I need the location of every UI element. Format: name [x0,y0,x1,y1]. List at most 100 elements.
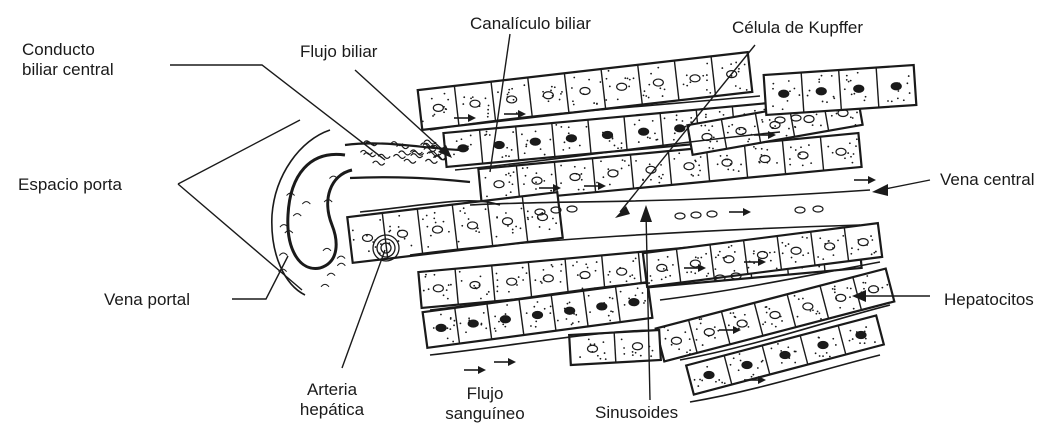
stipple-dot [510,191,512,193]
stipple-dot [486,131,488,133]
label-arteria-line2: hepática [282,400,382,420]
stipple-dot [576,261,578,263]
stipple-dot [422,218,424,220]
stipple-dot [761,119,763,121]
stipple-dot [835,297,837,299]
stipple-dot [496,236,498,238]
stipple-dot [791,257,793,259]
stipple-dot [772,83,774,85]
stipple-dot [596,261,598,263]
stipple-dot [777,343,779,345]
stipple-dot [855,124,857,126]
stipple-dot [857,249,859,251]
stipple-dot [404,238,406,240]
stipple-dot [433,217,435,219]
stipple-dot [648,84,650,86]
stipple-dot [698,164,700,166]
stipple-dot [660,164,662,166]
stipple-dot [649,163,651,165]
stipple-dot [662,174,664,176]
label-conducto-biliar-central: Conducto biliar central [22,40,114,80]
stipple-dot [771,127,773,129]
stipple-dot [789,164,791,166]
stipple-dot [822,258,824,260]
stipple-dot [634,124,636,126]
stipple-dot [622,159,624,161]
stipple-dot [849,142,851,144]
stipple-dot [686,271,688,273]
stipple-dot [537,301,539,303]
stipple-dot [430,235,432,237]
stipple-dot [516,284,518,286]
stipple-dot [832,247,834,249]
stipple-dot [873,252,875,254]
hepatocyte-nucleus [791,247,801,254]
stipple-dot [506,304,508,306]
hepatocyte-nucleus [543,275,553,282]
stipple-dot [574,166,576,168]
stipple-dot [833,254,835,256]
hepatocyte-plates [347,52,916,394]
stipple-dot [676,114,678,116]
stipple-dot [761,361,763,363]
stipple-dot [787,346,789,348]
stipple-dot [602,341,604,343]
stipple-dot [852,162,854,164]
hepatocyte-nucleus [803,303,813,310]
stipple-dot [819,312,821,314]
stipple-dot [606,78,608,80]
stipple-dot [664,89,666,91]
stipple-dot [715,381,717,383]
stipple-dot [654,132,656,134]
hepatocyte-nucleus [433,285,443,292]
leader-arteria-hepatica [342,250,385,368]
stipple-dot [506,147,508,149]
stipple-dot [468,317,470,319]
flow-arrow [494,358,516,366]
stipple-dot [496,217,498,219]
stipple-dot [583,93,585,95]
stipple-dot [576,173,578,175]
stipple-dot [498,321,500,323]
stipple-dot [447,327,449,329]
stipple-dot [588,79,590,81]
stipple-dot [782,108,784,110]
stipple-dot [572,322,574,324]
stipple-dot [676,119,678,121]
stipple-dot [700,318,702,320]
stipple-dot [539,226,541,228]
stipple-dot [877,288,879,290]
stipple-dot [856,138,858,140]
hepatocyte-nucleus [704,372,714,379]
stipple-dot [807,252,809,254]
stipple-dot [550,190,552,192]
stipple-dot [450,317,452,319]
stipple-dot [549,312,551,314]
stipple-dot [621,338,623,340]
stipple-dot [651,280,653,282]
stipple-dot [725,159,727,161]
connective-squiggle [425,159,437,163]
stipple-dot [463,207,465,209]
stipple-dot [508,181,510,183]
stipple-dot [744,314,746,316]
stipple-dot [495,330,497,332]
stipple-dot [825,343,827,345]
stipple-dot [689,353,691,355]
stipple-dot [607,274,609,276]
stipple-dot [844,88,846,90]
stipple-dot [423,290,425,292]
stipple-dot [798,298,800,300]
stipple-dot [794,126,796,128]
arrowhead-sinusoides [640,205,652,222]
stipple-dot [555,222,557,224]
stipple-dot [776,162,778,164]
hepatocyte-nucleus [566,135,576,142]
stipple-dot [787,100,789,102]
stipple-dot [398,226,400,228]
stipple-dot [815,352,817,354]
connective-squiggle [321,284,329,287]
stipple-dot [674,132,676,134]
stipple-dot [709,141,711,143]
